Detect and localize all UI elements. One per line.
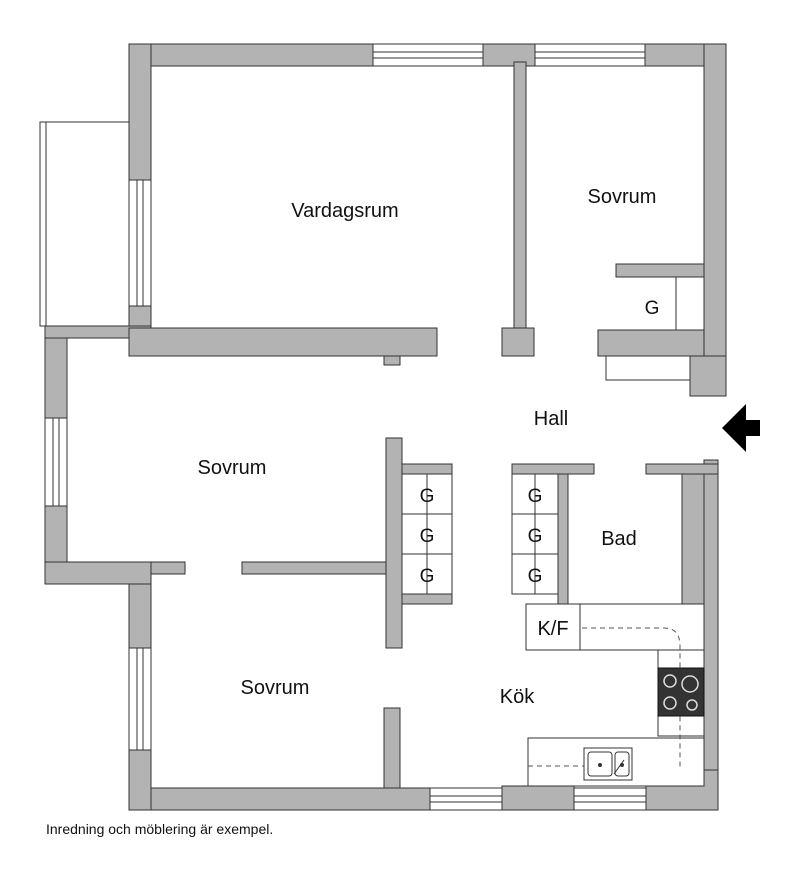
bench <box>605 355 691 381</box>
closet-label-right-1: G <box>528 486 543 507</box>
entrance-arrow-icon <box>722 404 760 452</box>
kitchen-counters <box>525 603 705 787</box>
disclaimer-note: Inredning och möblering är exempel. <box>46 821 274 837</box>
room-label-bad: Bad <box>601 528 637 550</box>
closet-ne-frame <box>675 276 705 331</box>
room-label-sovrum-w: Sovrum <box>198 457 267 479</box>
room-label-kok: Kök <box>500 686 535 708</box>
closet-label-left-1: G <box>420 486 435 507</box>
closet-label-right-3: G <box>528 566 543 587</box>
interior-walls <box>128 61 727 811</box>
room-label-kf: K/F <box>537 618 568 640</box>
stove-icon <box>657 667 705 717</box>
outer-walls <box>44 43 727 811</box>
closet-label-left-3: G <box>420 566 435 587</box>
room-label-sovrum-sw: Sovrum <box>241 677 310 699</box>
sink-icon <box>583 747 633 781</box>
closet-column-left <box>401 473 453 595</box>
windows <box>44 43 647 811</box>
room-label-sovrum-ne: Sovrum <box>588 186 657 208</box>
room-label-hall: Hall <box>534 408 568 430</box>
closet-label-right-2: G <box>528 526 543 547</box>
balcony <box>39 121 131 327</box>
room-label-vardagsrum: Vardagsrum <box>291 200 398 222</box>
closet-label-ne: G <box>645 298 660 319</box>
closet-label-left-2: G <box>420 526 435 547</box>
closet-column-right <box>511 473 559 595</box>
